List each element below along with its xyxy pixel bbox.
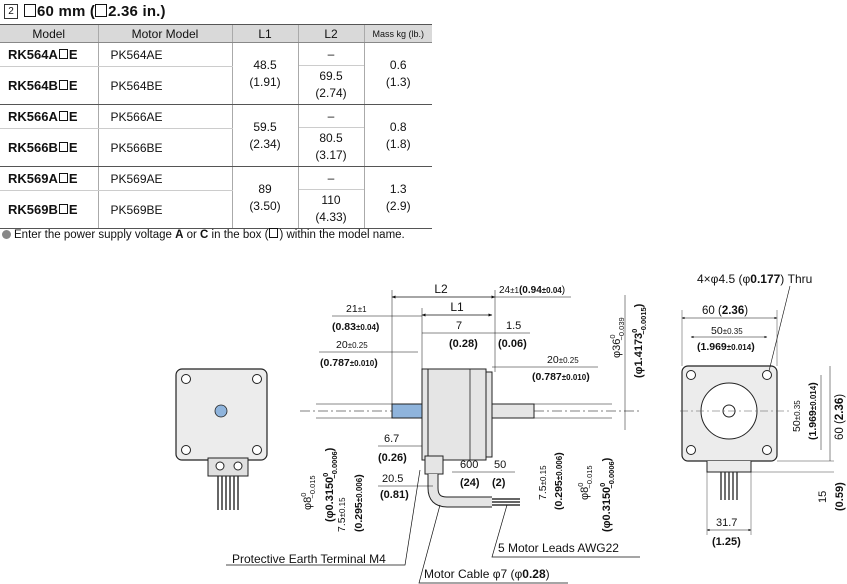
svg-text:(2): (2) — [492, 477, 506, 489]
l2-cell: –110(4.33) — [297, 166, 364, 229]
bullet-icon — [2, 230, 11, 239]
table-header-row: Model Motor Model L1 L2 Mass kg (lb.) — [0, 24, 432, 43]
front-view: 4×φ4.5 (φ0.177) Thru 60 (2.36) 50±0.35 (… — [680, 272, 846, 548]
motor-model-cell: PK564AE — [97, 42, 232, 68]
svg-text:1.5: 1.5 — [506, 320, 521, 332]
square-symbol-icon — [58, 142, 68, 153]
motor-model-cell: PK564BE — [97, 66, 232, 105]
col-header-motor-model: Motor Model — [97, 24, 232, 43]
mass-cell: 0.6(1.3) — [363, 42, 432, 105]
l1-cell: 48.5(1.91) — [231, 42, 298, 105]
l2-cell: –80.5(3.17) — [297, 104, 364, 167]
col-header-l1: L1 — [231, 24, 298, 43]
square-symbol-icon — [24, 3, 36, 17]
svg-text:20±0.25: 20±0.25 — [336, 339, 368, 351]
svg-text:(φ1.41730−0.0015): (φ1.41730−0.0015) — [630, 303, 648, 378]
spec-table: Model Motor Model L1 L2 Mass kg (lb.) RK… — [0, 24, 432, 229]
svg-text:(24): (24) — [460, 477, 480, 489]
col-header-l2: L2 — [297, 24, 364, 43]
shaft-end-icon — [214, 404, 228, 418]
model-note: Enter the power supply voltage A or C in… — [2, 228, 405, 241]
svg-text:φ360−0.039: φ360−0.039 — [608, 317, 626, 358]
svg-text:(φ0.31500−0.0006): (φ0.31500−0.0006) — [598, 457, 616, 532]
svg-text:50±0.35: 50±0.35 — [791, 400, 803, 432]
svg-text:(0.26): (0.26) — [378, 452, 407, 464]
svg-text:600: 600 — [460, 459, 478, 471]
mass-cell: 1.3(2.9) — [363, 166, 432, 229]
square-symbol-icon — [58, 204, 68, 215]
dim-24: 24±1(0.94±0.04) — [499, 285, 565, 296]
svg-text:(0.06): (0.06) — [498, 338, 527, 350]
svg-text:(0.295±0.006): (0.295±0.006) — [353, 474, 365, 532]
svg-text:(φ0.31500−0.0006): (φ0.31500−0.0006) — [321, 447, 339, 522]
motor-model-cell: PK569BE — [97, 190, 232, 229]
svg-text:(1.969±0.014): (1.969±0.014) — [697, 341, 755, 353]
svg-text:(0.81): (0.81) — [380, 489, 409, 501]
svg-text:(0.83±0.04): (0.83±0.04) — [332, 321, 379, 333]
section-header: 2 60 mm (2.36 in.) — [4, 1, 166, 21]
square-symbol-icon — [58, 49, 68, 60]
svg-text:φ80−0.015: φ80−0.015 — [299, 475, 317, 510]
svg-text:50±0.35: 50±0.35 — [711, 325, 743, 337]
svg-text:6.7: 6.7 — [384, 433, 399, 445]
svg-text:21±1: 21±1 — [346, 303, 367, 315]
side-view: L2 L1 24±1(0.94±0.04) 21±1 (0.83±0.04) 7… — [226, 282, 648, 584]
svg-text:φ80−0.015: φ80−0.015 — [576, 465, 594, 500]
rear-view — [175, 368, 268, 510]
square-symbol-icon — [58, 80, 68, 91]
svg-text:60 (2.36): 60 (2.36) — [702, 305, 748, 317]
svg-text:(0.295±0.006): (0.295±0.006) — [553, 452, 565, 510]
svg-text:20.5: 20.5 — [382, 473, 403, 485]
svg-text:(1.969±0.014): (1.969±0.014) — [807, 382, 819, 440]
svg-text:7.5±0.15: 7.5±0.15 — [537, 465, 549, 500]
section-number: 2 — [4, 3, 18, 19]
svg-text:(0.59): (0.59) — [834, 482, 846, 511]
svg-text:7: 7 — [456, 320, 462, 332]
section-title: 60 mm (2.36 in.) — [24, 3, 166, 20]
motor-model-cell: PK566BE — [97, 128, 232, 167]
l2-cell: –69.5(2.74) — [297, 42, 364, 105]
svg-text:20±0.25: 20±0.25 — [547, 354, 579, 366]
motor-model-cell: PK566AE — [97, 104, 232, 130]
svg-text:(0.787±0.010): (0.787±0.010) — [320, 357, 378, 369]
svg-text:7.5±0.15: 7.5±0.15 — [336, 497, 348, 532]
svg-text:60 (2.36): 60 (2.36) — [834, 394, 846, 440]
svg-text:15: 15 — [817, 491, 829, 503]
svg-text:31.7: 31.7 — [716, 517, 737, 529]
square-symbol-icon — [58, 173, 68, 184]
label-holes: 4×φ4.5 (φ0.177) Thru — [697, 272, 812, 286]
l1-cell: 89(3.50) — [231, 166, 298, 229]
svg-text:50: 50 — [494, 459, 506, 471]
motor-model-cell: PK569AE — [97, 166, 232, 192]
label-protective-earth: Protective Earth Terminal M4 — [232, 552, 386, 566]
col-header-mass: Mass kg (lb.) — [363, 24, 432, 43]
square-symbol-icon — [269, 228, 279, 238]
svg-text:(1.25): (1.25) — [712, 536, 741, 548]
svg-text:L1: L1 — [450, 300, 464, 314]
label-motor-leads: 5 Motor Leads AWG22 — [498, 541, 619, 555]
l1-cell: 59.5(2.34) — [231, 104, 298, 167]
col-header-model: Model — [0, 24, 98, 43]
svg-text:L2: L2 — [434, 282, 448, 296]
svg-text:(0.787±0.010): (0.787±0.010) — [532, 371, 590, 383]
svg-text:(0.28): (0.28) — [449, 338, 478, 350]
square-symbol-icon — [95, 3, 108, 17]
square-symbol-icon — [58, 111, 68, 122]
mass-cell: 0.8(1.8) — [363, 104, 432, 167]
label-motor-cable: Motor Cable φ7 (φ0.28) — [424, 567, 550, 581]
